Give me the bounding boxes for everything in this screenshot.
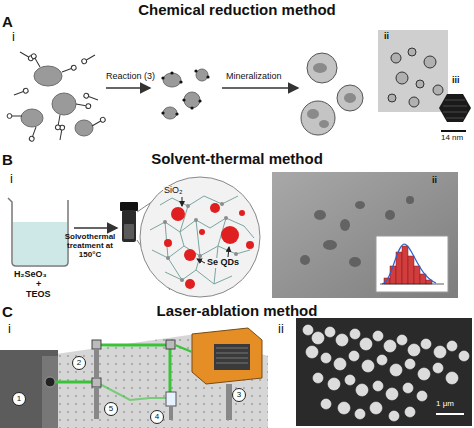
callout-number: 5 xyxy=(104,402,118,416)
component-label: Se QDs xyxy=(206,258,240,268)
sub-panel-label: ii xyxy=(278,322,284,336)
reduction-cartoon xyxy=(7,50,363,142)
arrow-label: Reaction (3) xyxy=(106,72,155,82)
panel-letter: C xyxy=(2,304,13,321)
reagent-label: TEOS xyxy=(26,290,51,300)
callout-number: 2 xyxy=(72,356,86,370)
reagent-label: + xyxy=(36,280,41,290)
sub-panel-label: i xyxy=(8,322,11,336)
reagent-label: H₂SeO₃ xyxy=(14,270,47,280)
sub-panel-label: i xyxy=(12,30,15,44)
tem-image-b xyxy=(272,172,458,298)
panel-title: Laser-ablation method xyxy=(0,303,474,320)
callout-number: 1 xyxy=(12,392,26,406)
laser-setup xyxy=(0,328,268,428)
component-label: SiO₂ xyxy=(163,186,184,196)
callout-number: 4 xyxy=(150,410,164,424)
sub-panel-label: ii xyxy=(432,176,437,186)
process-condition: Solvothermal treatment at 150°C xyxy=(60,233,120,259)
hrtem-particle xyxy=(439,94,471,131)
panel-letter: A xyxy=(2,14,13,31)
scale-bar-label: 1 μm xyxy=(436,400,454,409)
panel-title: Solvent-thermal method xyxy=(0,151,474,168)
tem-image xyxy=(378,30,448,112)
se-qd-network xyxy=(140,177,260,297)
arrow-label: Mineralization xyxy=(226,72,282,82)
sub-panel-label: ii xyxy=(384,32,389,42)
sub-panel-label: iii xyxy=(452,76,460,86)
sem-image xyxy=(296,318,472,426)
panel-letter: B xyxy=(2,152,13,169)
sub-panel-label: i xyxy=(10,172,13,186)
panel-title: Chemical reduction method xyxy=(0,2,474,19)
callout-number: 3 xyxy=(232,388,246,402)
scale-bar-label: 14 nm xyxy=(441,134,463,143)
